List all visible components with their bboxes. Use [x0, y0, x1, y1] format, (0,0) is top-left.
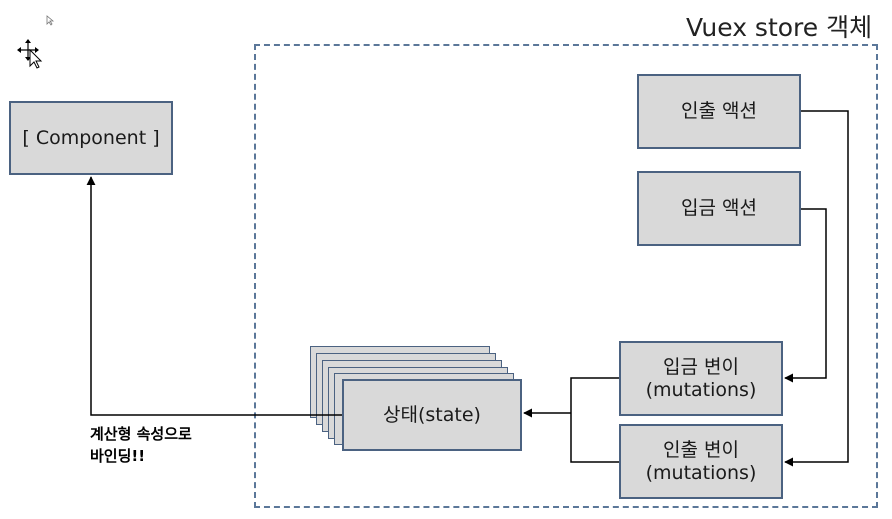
vuex-store-container — [254, 44, 878, 508]
deposit-mutation-title: 입금 변이 — [663, 355, 739, 378]
move-cursor-icon — [17, 39, 43, 69]
state-box: 상태(state) — [342, 379, 522, 451]
deposit-mutation-box: 입금 변이 (mutations) — [619, 341, 783, 416]
withdraw-action-to-mutation-arrow — [784, 110, 849, 467]
deposit-mutation-to-state-line — [570, 377, 619, 413]
deposit-action-box: 입금 액션 — [637, 171, 801, 246]
component-box: [ Component ] — [9, 101, 173, 175]
deposit-action-label: 입금 액션 — [681, 197, 757, 220]
component-label: [ Component ] — [22, 126, 160, 149]
deposit-mutation-subtitle: (mutations) — [645, 378, 757, 401]
withdraw-mutation-title: 인출 변이 — [663, 438, 739, 461]
state-to-component-arrow — [86, 176, 342, 416]
withdraw-action-box: 인출 액션 — [637, 74, 801, 149]
withdraw-action-label: 인출 액션 — [681, 100, 757, 123]
withdraw-mutation-box: 인출 변이 (mutations) — [619, 424, 783, 499]
annotation-line-2: 바인딩!! — [90, 446, 146, 465]
deposit-action-to-mutation-arrow — [784, 208, 827, 383]
withdraw-mutation-to-state-line — [570, 413, 619, 463]
annotation-line-1: 계산형 속성으로 — [90, 425, 192, 443]
withdraw-mutation-subtitle: (mutations) — [645, 461, 757, 484]
state-label: 상태(state) — [383, 403, 481, 426]
small-cursor-icon — [46, 15, 55, 26]
store-title: Vuex store 객체 — [686, 13, 873, 42]
binding-annotation: 계산형 속성으로 바인딩!! — [90, 424, 192, 468]
